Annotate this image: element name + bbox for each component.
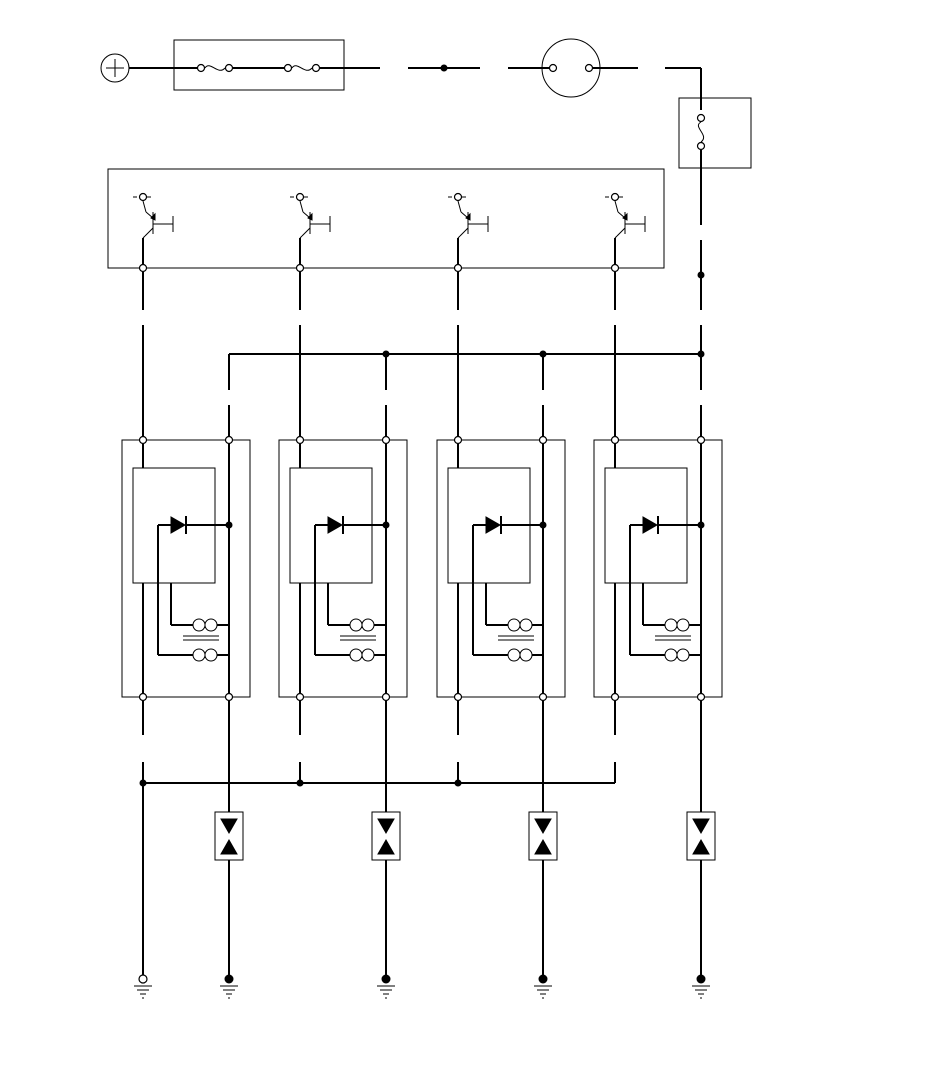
relay-coil-icon — [507, 618, 533, 632]
terminal — [610, 692, 620, 702]
terminal — [453, 263, 463, 273]
terminal — [453, 435, 463, 445]
relay-outline — [278, 439, 408, 698]
terminal — [696, 692, 706, 702]
arrow-up — [377, 838, 395, 855]
connector-arrow-icon — [214, 811, 244, 975]
terminal — [224, 692, 234, 702]
junction — [539, 521, 547, 529]
terminal — [138, 435, 148, 445]
ground-bus — [139, 762, 616, 975]
junction — [697, 521, 705, 529]
ground-icon — [692, 974, 710, 999]
arrow-head — [307, 212, 313, 221]
arrow-up — [534, 838, 552, 855]
diode-icon — [170, 516, 187, 534]
diode-icon — [327, 516, 344, 534]
junction — [697, 350, 705, 358]
transistor-icon — [448, 192, 489, 436]
relay-block — [121, 354, 251, 812]
arrow-up — [692, 838, 710, 855]
terminal — [538, 692, 548, 702]
battery-positive-icon — [100, 53, 130, 83]
junction — [697, 271, 705, 279]
junction — [225, 521, 233, 529]
control-module-box — [107, 168, 665, 269]
fuse-icon — [196, 63, 234, 73]
fuse-box — [173, 39, 345, 91]
relay-coil-icon — [349, 648, 375, 662]
ground-icon — [220, 974, 238, 999]
terminal — [295, 263, 305, 273]
terminal — [538, 435, 548, 445]
arrow-down — [377, 818, 395, 835]
connector-arrow-icon — [371, 811, 401, 975]
relay-coil-icon — [664, 618, 690, 632]
terminal — [138, 692, 148, 702]
arrow-down — [220, 818, 238, 835]
terminal — [696, 435, 706, 445]
arrow-down — [692, 818, 710, 835]
diode-icon — [485, 516, 502, 534]
terminal — [138, 974, 148, 984]
transistor-icon — [290, 192, 331, 436]
connector-row — [214, 701, 716, 975]
diode-icon — [642, 516, 659, 534]
terminal — [224, 435, 234, 445]
fuse-icon — [696, 113, 706, 151]
relay-block — [436, 354, 566, 812]
relay-bank — [121, 354, 723, 812]
relay-coil-icon — [349, 618, 375, 632]
terminal — [381, 692, 391, 702]
arrow-down — [534, 818, 552, 835]
relay-outline — [436, 439, 566, 698]
arrow-up — [220, 838, 238, 855]
terminal — [224, 974, 234, 984]
relay-coil-icon — [664, 648, 690, 662]
ground-icon — [534, 974, 552, 999]
connector-arrow-icon — [686, 701, 716, 975]
junction — [382, 521, 390, 529]
supply-section — [100, 38, 752, 436]
relay-coil-icon — [507, 648, 533, 662]
terminal — [610, 435, 620, 445]
relay-outline — [593, 439, 723, 698]
connector-arrow-icon — [528, 811, 558, 975]
relay-outline — [121, 439, 251, 698]
control-module — [107, 168, 665, 436]
terminal — [381, 435, 391, 445]
junction — [440, 64, 448, 72]
terminal — [295, 692, 305, 702]
terminal — [610, 192, 620, 202]
arrow-head — [622, 212, 628, 221]
terminal — [295, 192, 305, 202]
transistor-icon — [605, 192, 646, 436]
terminal — [538, 974, 548, 984]
terminal — [453, 692, 463, 702]
terminal — [138, 263, 148, 273]
relay-coil-icon — [192, 618, 218, 632]
relay-coil-icon — [192, 648, 218, 662]
fuse-box — [678, 97, 752, 169]
relay-block — [593, 435, 723, 812]
terminal — [295, 435, 305, 445]
arrow-head — [150, 212, 156, 221]
terminal — [610, 263, 620, 273]
relay-block — [278, 354, 408, 812]
ground-icon — [134, 974, 152, 999]
terminal — [453, 192, 463, 202]
transistor-icon — [133, 192, 174, 436]
fuse-icon — [283, 63, 321, 73]
terminal — [138, 192, 148, 202]
terminal — [696, 974, 706, 984]
lamp-connector-icon — [541, 38, 601, 98]
ground-row — [134, 974, 710, 999]
terminal — [381, 974, 391, 984]
ground-icon — [377, 974, 395, 999]
arrow-head — [465, 212, 471, 221]
